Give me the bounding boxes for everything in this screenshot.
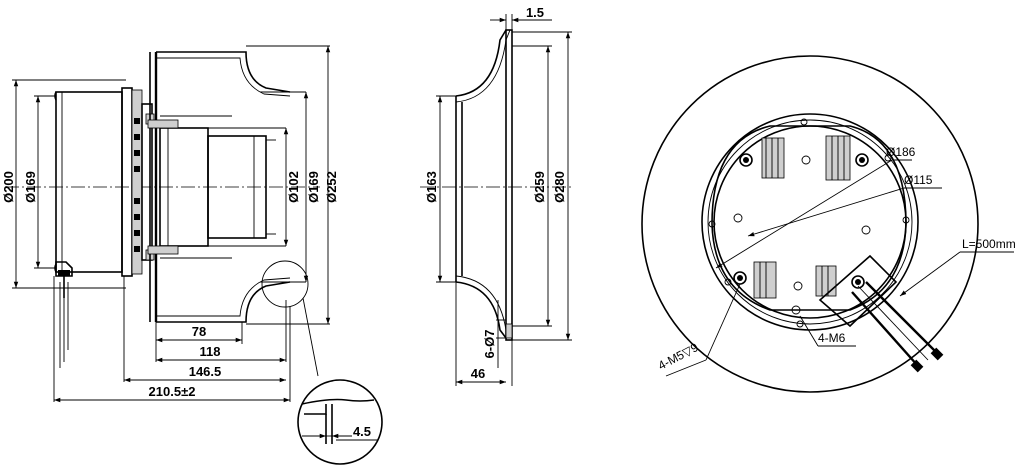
screw-spec: 4-M5▽9 bbox=[656, 340, 701, 373]
dim-146-5: 146.5 bbox=[189, 364, 222, 379]
dim-6-d7: 6-Ø7 bbox=[482, 330, 497, 359]
cable-length: L=500mm bbox=[962, 237, 1016, 251]
motor-flange bbox=[121, 87, 133, 277]
dim-d252: Ø252 bbox=[324, 171, 339, 203]
m5-screws bbox=[733, 153, 869, 289]
dim-118: 118 bbox=[200, 344, 221, 359]
side-view: Ø102 Ø169 Ø252 Ø200 Ø169 78 118 146.5 21… bbox=[1, 45, 339, 403]
dim-46: 46 bbox=[471, 366, 485, 381]
nut-spec: 4-M6 bbox=[818, 331, 846, 345]
motor-housing bbox=[55, 91, 123, 273]
dim-d115: Ø115 bbox=[904, 173, 933, 187]
front-fins bbox=[753, 135, 851, 299]
dim-d200: Ø200 bbox=[1, 171, 16, 203]
dim-210-5: 210.5±2 bbox=[149, 384, 196, 399]
cooling-fins bbox=[134, 118, 140, 252]
cable-bundle bbox=[851, 281, 944, 373]
dim-78: 78 bbox=[192, 324, 206, 339]
dim-d259: Ø259 bbox=[532, 171, 547, 203]
dim-d169-left: Ø169 bbox=[23, 171, 38, 203]
dim-d102: Ø102 bbox=[286, 171, 301, 203]
dim-1-5: 1.5 bbox=[526, 5, 544, 20]
impeller-shroud-bottom bbox=[156, 281, 291, 323]
impeller-shroud-top bbox=[156, 51, 291, 93]
dim-d280: Ø280 bbox=[552, 171, 567, 203]
dim-d163: Ø163 bbox=[424, 171, 439, 203]
dim-4-5: 4.5 bbox=[353, 424, 371, 439]
inlet-ring-view: 1.5 Ø163 Ø259 Ø280 6-Ø7 46 bbox=[420, 5, 574, 386]
dim-d169-right: Ø169 bbox=[306, 171, 321, 203]
detail-view: 4.5 bbox=[297, 379, 383, 465]
cable-gland bbox=[55, 261, 73, 368]
front-view: Ø186 Ø115 L=500mm 4-M5▽9 4-M6 bbox=[641, 55, 1016, 393]
dim-d186: Ø186 bbox=[886, 145, 916, 159]
inlet-ring-profile bbox=[455, 29, 507, 97]
outer-ring bbox=[641, 55, 979, 393]
detail-marker-circle bbox=[261, 260, 309, 308]
